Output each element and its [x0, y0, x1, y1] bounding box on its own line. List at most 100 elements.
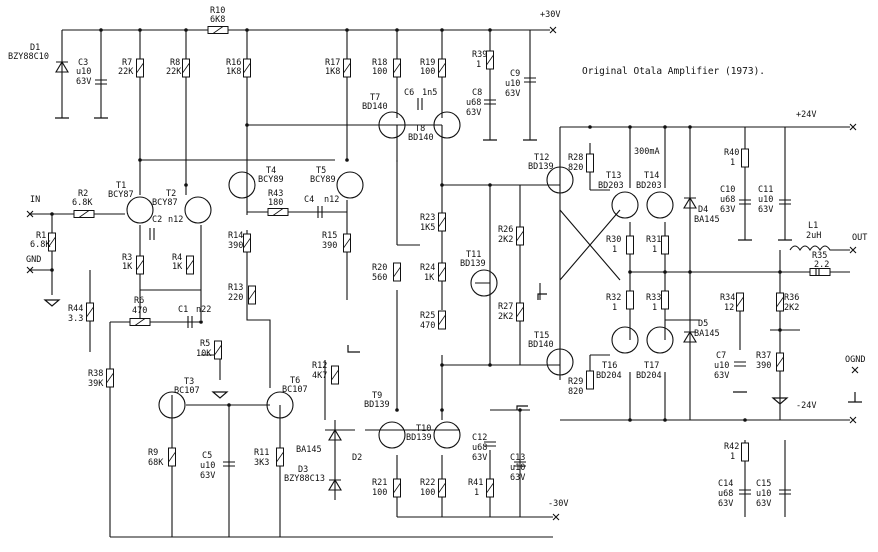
label-t6: T6 [290, 376, 300, 386]
label-r15: R15 [322, 231, 337, 241]
label-r22: R22 [420, 478, 435, 488]
label-r36: R36 [784, 293, 799, 303]
label-c10-val: u68 [720, 195, 735, 205]
label-r24-val: 1K [424, 273, 435, 283]
label-gnd: GND [26, 255, 41, 265]
label-t2: T2 [166, 189, 176, 199]
label-t12-type: BD139 [528, 162, 554, 172]
label-t11: T11 [466, 250, 481, 260]
label-r12: R12 [312, 361, 327, 371]
label-ba145-d2: BA145 [296, 445, 322, 455]
label-r13-val: 220 [228, 293, 243, 303]
transistor-symbols [126, 111, 674, 449]
label-t14-type: BD203 [636, 181, 662, 191]
label-r30-val: 1 [612, 245, 617, 255]
label-t16: T16 [602, 361, 617, 371]
label-pos30: +30V [540, 10, 560, 20]
label-r39-val: 1 [476, 60, 481, 70]
label-c11: C11 [758, 185, 773, 195]
label-t17: T17 [644, 361, 659, 371]
label-c6-val: 1n5 [422, 88, 437, 98]
label-c3-val: u10 [76, 67, 91, 77]
label-c15-volt: 63V [756, 499, 771, 509]
label-r41-val: 1 [474, 488, 479, 498]
label-c14: C14 [718, 479, 733, 489]
label-r12-val: 4K7 [312, 371, 327, 381]
label-r7-val: 22K [118, 67, 134, 77]
label-t13: T13 [606, 171, 621, 181]
label-t12: T12 [534, 153, 549, 163]
junction-dots [50, 28, 782, 422]
label-r24: R24 [420, 263, 435, 273]
label-r34-val: 12 [724, 303, 734, 313]
label-r16: R16 [226, 58, 241, 68]
label-t15: T15 [534, 331, 549, 341]
label-300ma: 300mA [634, 147, 660, 157]
label-pos24: +24V [796, 110, 816, 120]
label-d2: D2 [352, 453, 362, 463]
label-c11-val: u10 [758, 195, 773, 205]
label-r7: R7 [122, 58, 132, 68]
label-t8-type: BD140 [408, 133, 434, 143]
label-t5-type: BCY89 [310, 175, 336, 185]
label-d1-type: BZY88C10 [8, 52, 49, 62]
label-c7-volt: 63V [714, 371, 729, 381]
label-r1: R1 [36, 231, 46, 241]
label-c13: C13 [510, 453, 525, 463]
label-c5-val: u10 [200, 461, 215, 471]
label-t14: T14 [644, 171, 659, 181]
label-c2: C2 [152, 215, 162, 225]
label-d5-type: BA145 [694, 329, 720, 339]
label-c13-volt: 63V [510, 473, 525, 483]
label-r41: R41 [468, 478, 483, 488]
label-in: IN [30, 195, 40, 205]
capacitor-symbols [95, 77, 820, 495]
label-c9-volt: 63V [505, 89, 520, 99]
label-c10-volt: 63V [720, 205, 735, 215]
label-c15: C15 [756, 479, 771, 489]
label-d3: D3 [298, 465, 308, 475]
label-r37-val: 390 [756, 361, 771, 371]
label-r43-val: 180 [268, 198, 283, 208]
label-r8: R8 [170, 58, 180, 68]
label-t13-type: BD203 [598, 181, 624, 191]
label-t9: T9 [372, 391, 382, 401]
label-r2: R2 [78, 189, 88, 199]
label-c15-val: u10 [756, 489, 771, 499]
label-t4-type: BCY89 [258, 175, 284, 185]
label-t17-type: BD204 [636, 371, 662, 381]
schematic-title: Original Otala Amplifier (1973). [582, 66, 765, 77]
inductor-l1 [789, 245, 850, 252]
label-r39: R39 [472, 50, 487, 60]
label-r35-val: 2.2 [814, 260, 829, 270]
label-r17-val: 1K8 [325, 67, 340, 77]
label-r23: R23 [420, 213, 435, 223]
label-r40: R40 [724, 148, 739, 158]
label-r37: R37 [756, 351, 771, 361]
label-c1-val: n22 [196, 305, 211, 315]
label-c3-volt: 63V [76, 77, 91, 87]
label-c9-val: u10 [505, 79, 520, 89]
label-d4-type: BA145 [694, 215, 720, 225]
label-r6-val: 470 [132, 306, 147, 316]
label-r3-val: 1K [122, 262, 133, 272]
label-c4: C4 [304, 195, 314, 205]
label-t11-type: BD139 [460, 259, 486, 269]
label-r31-val: 1 [652, 245, 657, 255]
label-t16-type: BD204 [596, 371, 622, 381]
label-r28: R28 [568, 153, 583, 163]
label-r4-val: 1K [172, 262, 183, 272]
label-c2-val: n12 [168, 215, 183, 225]
label-r20: R20 [372, 263, 387, 273]
label-neg30: -30V [548, 499, 568, 509]
label-r27: R27 [498, 302, 513, 312]
label-r32: R32 [606, 293, 621, 303]
label-r3: R3 [122, 253, 132, 263]
terminal-connectors [26, 26, 859, 521]
label-t3-type: BC107 [174, 386, 200, 396]
label-c11-volt: 63V [758, 205, 773, 215]
label-r9: R9 [148, 448, 158, 458]
label-out: OUT [852, 233, 867, 243]
label-r30: R30 [606, 235, 621, 245]
label-t8: T8 [415, 124, 425, 134]
